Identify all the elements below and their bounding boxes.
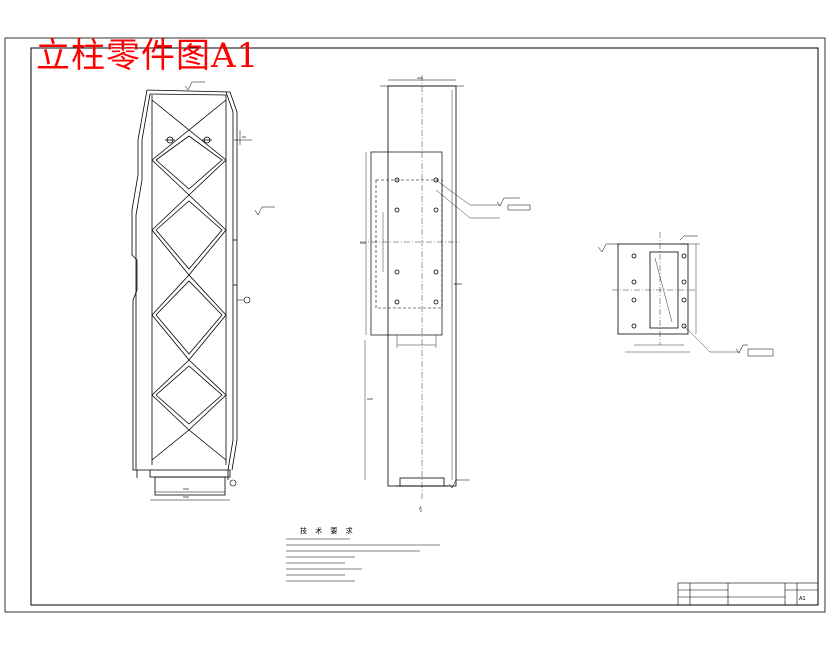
svg-text:000: 000 — [183, 495, 189, 499]
svg-text:000: 000 — [360, 241, 366, 245]
svg-text:0000: 0000 — [454, 282, 462, 286]
svg-text:000: 000 — [367, 397, 373, 401]
svg-text:0: 0 — [420, 509, 422, 513]
section-mark: A — [419, 506, 422, 511]
svg-text:000: 000 — [183, 487, 189, 491]
outer-border — [4, 37, 826, 613]
scale-label: A1 — [799, 596, 806, 602]
title-block — [677, 582, 819, 606]
view-plate-detail — [597, 232, 774, 357]
technical-requirements-title: 技 术 要 求 — [300, 527, 356, 535]
svg-text:000: 000 — [417, 76, 423, 80]
svg-text:00: 00 — [242, 135, 246, 139]
view-column-front: 000 000 0000 000 0 — [360, 75, 531, 513]
drawing-title: 立柱零件图A1 — [36, 36, 260, 76]
technical-requirements-lines — [286, 538, 440, 582]
inner-border — [30, 47, 819, 606]
view-lattice-column: 000 000 00 — [131, 81, 275, 501]
